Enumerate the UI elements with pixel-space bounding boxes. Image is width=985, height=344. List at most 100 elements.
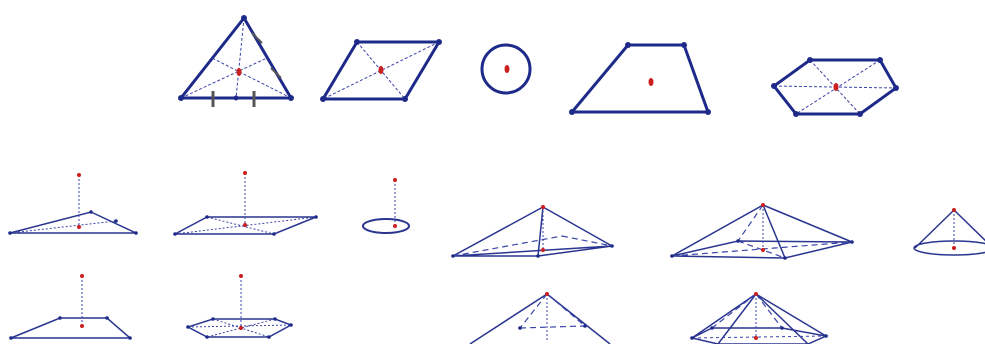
circle-base-with-apex-figure xyxy=(362,178,410,234)
apex-point xyxy=(541,205,545,209)
vertex-point xyxy=(273,317,277,321)
slant-edge xyxy=(537,206,544,257)
vertex-point xyxy=(289,323,293,327)
vertex-point xyxy=(134,231,138,235)
quadrilateral-base-with-apex-figure xyxy=(9,274,133,340)
vertex-point xyxy=(536,254,540,258)
vertex-point xyxy=(272,232,276,236)
trapezoid-outline xyxy=(568,43,711,114)
vertex-point xyxy=(128,336,132,340)
slant-edge xyxy=(762,204,853,243)
triangular-pyramid-figure xyxy=(451,205,614,258)
base-outline xyxy=(10,317,133,339)
vertex-point xyxy=(178,95,184,101)
vertex-point xyxy=(850,240,854,244)
parallelogram-center-figure xyxy=(320,39,442,102)
vertex-point xyxy=(402,96,408,102)
median-line xyxy=(180,57,268,99)
vertex-point xyxy=(267,335,271,339)
slant-edge xyxy=(717,293,757,344)
vertex-point xyxy=(610,244,614,248)
vertex-point xyxy=(569,109,575,115)
vertex-point xyxy=(780,326,784,330)
apex-point xyxy=(80,274,84,278)
slant-edge xyxy=(914,209,955,249)
triangle-outline xyxy=(177,15,294,100)
trapezoid-centroid-figure xyxy=(568,42,711,115)
vertex-point xyxy=(211,317,215,321)
slant-edge xyxy=(755,293,827,337)
cone-figure xyxy=(913,208,985,256)
hexagon-base-with-apex-figure xyxy=(186,274,293,339)
vertex-point xyxy=(690,336,694,340)
center-point xyxy=(648,78,654,86)
hidden-edge xyxy=(691,335,827,339)
diagonal-line xyxy=(322,41,440,100)
vertex-point xyxy=(105,316,109,320)
hexagon-center-figure xyxy=(771,57,899,117)
base-diagonal xyxy=(206,216,275,235)
vertex-point xyxy=(771,83,777,89)
slant-edge xyxy=(762,204,786,259)
center-point xyxy=(833,83,839,91)
vertex-point xyxy=(451,254,455,258)
vertex-point xyxy=(877,57,883,63)
vertex-point xyxy=(857,111,863,117)
centroid-point xyxy=(236,68,242,76)
foot-point xyxy=(541,248,545,252)
slant-edge xyxy=(755,293,809,344)
apex-point xyxy=(754,292,758,296)
vertex-point xyxy=(783,256,787,260)
hidden-edge xyxy=(452,235,563,257)
base-segment xyxy=(9,220,117,234)
center-point xyxy=(378,66,384,74)
apex-point xyxy=(761,203,765,207)
vertex-point xyxy=(241,15,247,21)
vertex-point xyxy=(670,254,674,258)
median-line xyxy=(235,17,245,99)
foot-point xyxy=(761,248,765,252)
vertex-point xyxy=(736,239,740,243)
slant-edge xyxy=(953,209,985,242)
foot-point xyxy=(754,336,758,340)
circle-center-figure xyxy=(480,43,532,95)
tick-mark xyxy=(270,67,282,79)
apex-point xyxy=(952,208,956,212)
vertex-point xyxy=(436,39,442,45)
hidden-edge xyxy=(755,293,783,329)
slant-edge xyxy=(691,293,757,339)
vertex-point xyxy=(583,324,587,328)
vertex-point xyxy=(89,210,93,214)
foot-point xyxy=(243,223,247,227)
vertex-point xyxy=(205,335,209,339)
vertex-point xyxy=(288,95,294,101)
vertex-point xyxy=(793,111,799,117)
apex-point xyxy=(77,173,81,177)
vertex-point xyxy=(710,326,714,330)
foot-point xyxy=(77,225,81,229)
vertex-point xyxy=(681,42,687,48)
base-outline xyxy=(913,240,985,256)
vertex-point xyxy=(314,215,318,219)
vertex-point xyxy=(8,231,12,235)
vertex-point xyxy=(233,95,239,101)
foot-point xyxy=(393,224,397,228)
vertex-point xyxy=(114,219,118,223)
vertex-point xyxy=(320,96,326,102)
vertex-point xyxy=(705,109,711,115)
diagonal-line xyxy=(795,59,881,115)
center-point xyxy=(504,65,510,73)
base-outline xyxy=(362,218,410,234)
vertex-point xyxy=(186,325,190,329)
vertex-point xyxy=(9,336,13,340)
vertex-point xyxy=(205,215,209,219)
slant-edge xyxy=(469,293,548,344)
parallelogram-base-with-apex-figure xyxy=(173,171,318,236)
hidden-edge xyxy=(546,293,586,327)
slant-edge xyxy=(671,204,764,257)
vertex-point xyxy=(173,232,177,236)
foot-point xyxy=(952,246,956,250)
trapezoid-pyramid-figure xyxy=(469,292,611,344)
vertex-point xyxy=(58,316,62,320)
